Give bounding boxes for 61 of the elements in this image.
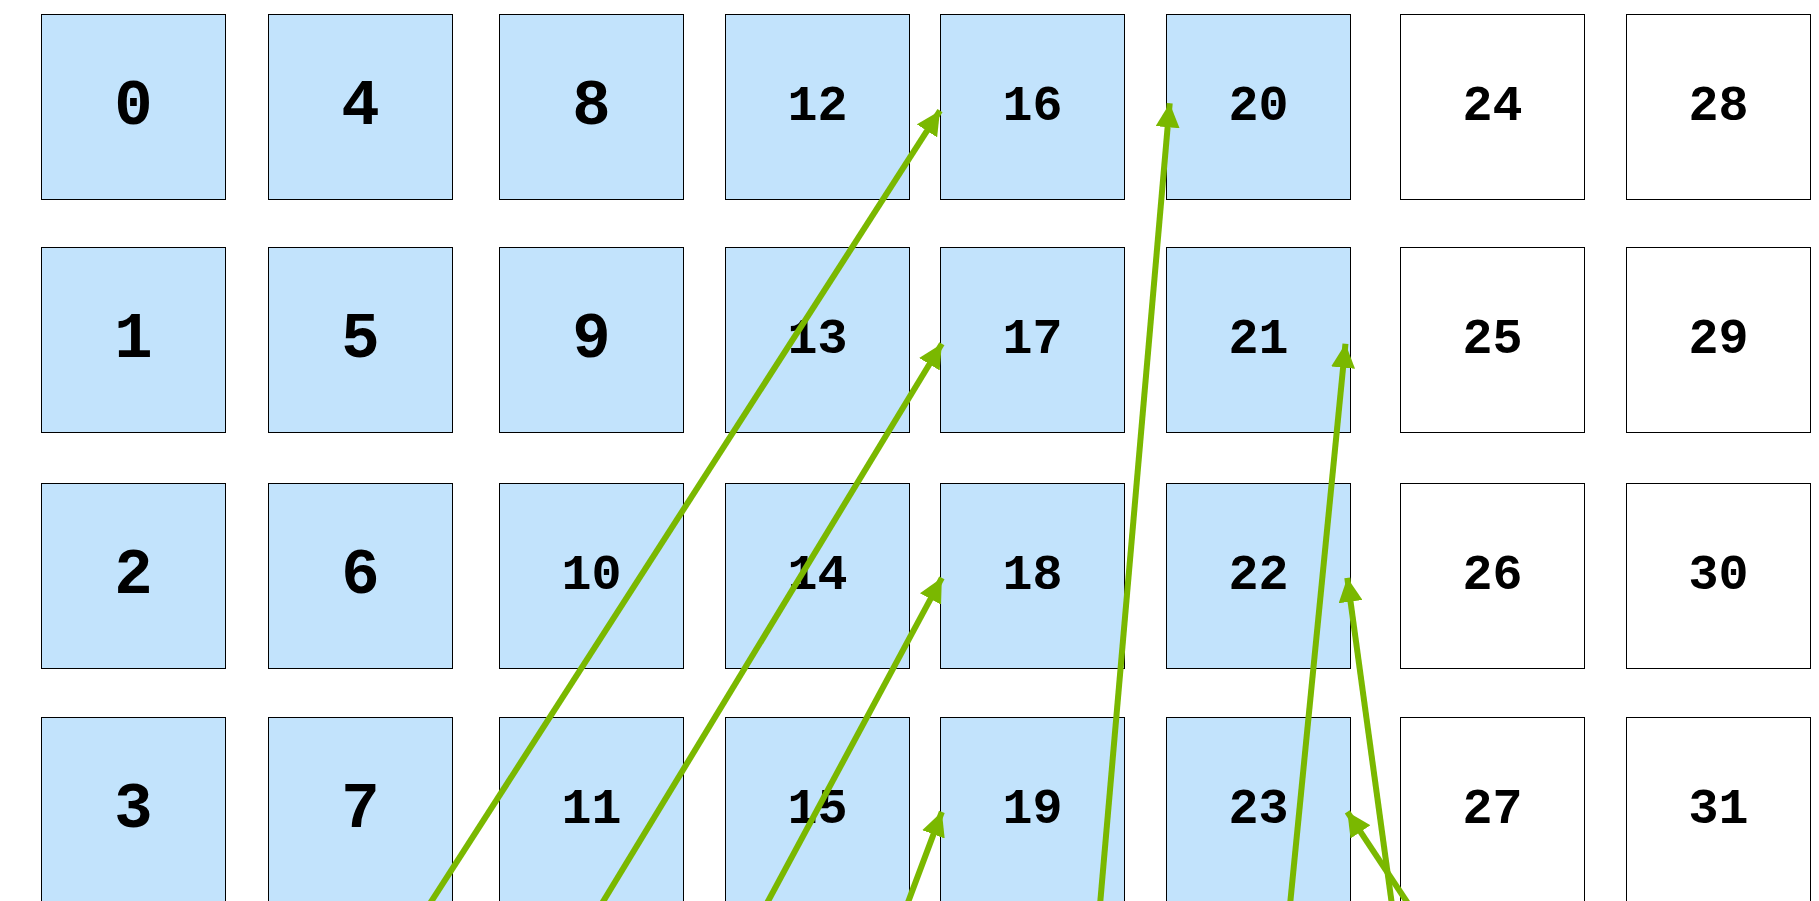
box-number: 7 xyxy=(341,778,380,842)
number-box xyxy=(268,717,453,901)
box-number: 29 xyxy=(1688,315,1749,365)
number-box xyxy=(940,483,1125,669)
box-number: 16 xyxy=(1002,82,1063,132)
number-box xyxy=(1400,717,1585,901)
box-number: 2 xyxy=(114,544,153,608)
box-number: 25 xyxy=(1462,315,1523,365)
box-number: 18 xyxy=(1002,551,1063,601)
box-number: 4 xyxy=(341,75,380,139)
box-number: 20 xyxy=(1228,82,1289,132)
number-box xyxy=(725,483,910,669)
box-number: 24 xyxy=(1462,82,1523,132)
box-number: 3 xyxy=(114,778,153,842)
number-box xyxy=(499,483,684,669)
box-number: 12 xyxy=(787,82,848,132)
number-box xyxy=(268,14,453,200)
box-number: 19 xyxy=(1002,785,1063,835)
number-box xyxy=(1166,483,1351,669)
number-box xyxy=(499,247,684,433)
box-number: 27 xyxy=(1462,785,1523,835)
box-number: 30 xyxy=(1688,551,1749,601)
number-box xyxy=(1166,717,1351,901)
box-number: 28 xyxy=(1688,82,1749,132)
number-box xyxy=(725,717,910,901)
number-box xyxy=(940,717,1125,901)
number-box xyxy=(1400,14,1585,200)
number-box xyxy=(499,14,684,200)
number-box xyxy=(725,247,910,433)
number-box xyxy=(1626,483,1811,669)
number-box xyxy=(1626,247,1811,433)
box-number: 23 xyxy=(1228,785,1289,835)
box-number: 17 xyxy=(1002,315,1063,365)
box-number: 5 xyxy=(341,308,380,372)
box-number: 6 xyxy=(341,544,380,608)
box-number: 10 xyxy=(561,551,622,601)
box-number: 26 xyxy=(1462,551,1523,601)
box-number: 11 xyxy=(561,785,622,835)
number-box xyxy=(1400,483,1585,669)
number-box xyxy=(940,247,1125,433)
number-box xyxy=(1166,247,1351,433)
box-number: 22 xyxy=(1228,551,1289,601)
number-box xyxy=(268,247,453,433)
number-box xyxy=(1166,14,1351,200)
number-box xyxy=(499,717,684,901)
box-number: 0 xyxy=(114,75,153,139)
box-number: 8 xyxy=(572,75,611,139)
box-number: 9 xyxy=(572,308,611,372)
number-box xyxy=(41,717,226,901)
number-box xyxy=(1400,247,1585,433)
number-box xyxy=(940,14,1125,200)
number-box xyxy=(1626,14,1811,200)
number-box xyxy=(41,247,226,433)
number-box xyxy=(1626,717,1811,901)
number-box xyxy=(725,14,910,200)
number-box xyxy=(41,14,226,200)
box-number: 1 xyxy=(114,308,153,372)
box-number: 21 xyxy=(1228,315,1289,365)
box-number: 31 xyxy=(1688,785,1749,835)
number-box xyxy=(268,483,453,669)
number-box xyxy=(41,483,226,669)
